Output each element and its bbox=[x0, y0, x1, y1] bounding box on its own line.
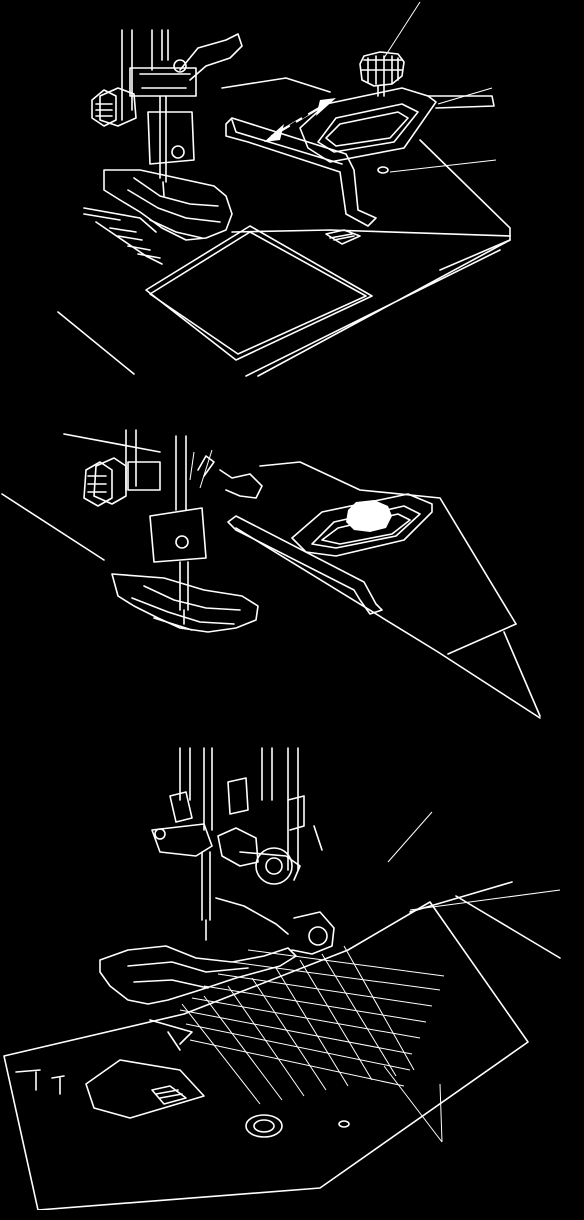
needle-plate bbox=[3, 901, 529, 1210]
machine-bed bbox=[409, 881, 561, 959]
machine-bed bbox=[1, 461, 541, 719]
thumb-screw-icon bbox=[346, 500, 392, 532]
figure-1-attaching-seam-guide bbox=[57, 1, 511, 377]
callout-lines bbox=[189, 449, 213, 489]
guide-lines-grid bbox=[179, 945, 445, 1105]
presser-foot bbox=[111, 573, 259, 633]
double-arrow-icon bbox=[264, 98, 336, 142]
seam-guide bbox=[225, 87, 495, 227]
feed-dog-slots bbox=[325, 229, 361, 245]
screw-hole-icon bbox=[377, 166, 389, 174]
seam-guide-attached bbox=[227, 493, 433, 615]
figure-2-seam-guide-installed bbox=[1, 429, 541, 719]
machine-bed bbox=[57, 77, 511, 377]
figure-3-needle-plate-guide-lines bbox=[3, 747, 561, 1210]
callout-lines bbox=[383, 1, 497, 173]
needle-bar-assembly bbox=[63, 429, 263, 625]
callout-lines bbox=[383, 811, 561, 1143]
presser-foot bbox=[83, 169, 233, 265]
needle-bar-assembly bbox=[151, 747, 335, 955]
needle-plate bbox=[145, 225, 373, 361]
thumb-screw-icon bbox=[359, 51, 405, 97]
presser-foot bbox=[99, 897, 297, 1005]
needle-bar-assembly bbox=[91, 29, 243, 197]
feed-dog-slots bbox=[151, 1085, 187, 1105]
